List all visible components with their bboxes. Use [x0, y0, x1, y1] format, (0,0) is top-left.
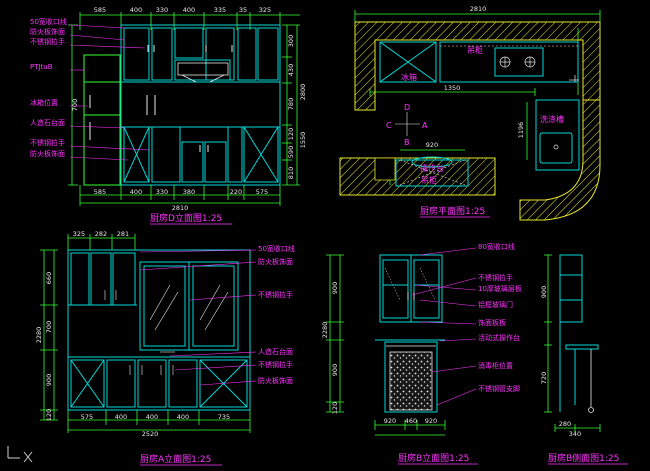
callout-label: 人造石台面 [258, 347, 293, 356]
dim-text: 330 [156, 188, 168, 196]
dim-text: 430 [287, 64, 295, 76]
callout-label: 防火板饰面 [30, 27, 65, 36]
dim-text: 660 [45, 272, 53, 284]
dim-text: 780 [287, 98, 295, 110]
callout-label: 不锈钢管支脚 [478, 384, 520, 393]
dim-text: 2810 [470, 5, 487, 13]
callout-label: 防火板饰面 [258, 376, 293, 385]
dim-text: 1350 [444, 84, 461, 92]
dim-text: 120 [287, 128, 295, 140]
callout-label: 人造石台面 [30, 118, 65, 127]
dim-text: 325 [259, 6, 271, 14]
a-elevation: 325 282 281 575 400 400 400 735 2520 660… [35, 230, 295, 466]
callout-label: 铝框玻璃门 [478, 300, 513, 309]
dim-text: 2280 [321, 322, 329, 339]
dim-text: 400 [130, 6, 142, 14]
dim-text: 900 [331, 364, 339, 376]
dim-text: 380 [183, 188, 195, 196]
ucs-icon [7, 446, 33, 463]
dim-text: 575 [256, 188, 268, 196]
dim-text: 220 [230, 188, 242, 196]
dim-text: 325 [73, 230, 85, 238]
panel-title: 厨房A立面图1:25 [140, 453, 211, 465]
dim-total: 2810 [172, 204, 189, 212]
callout-label: 80宽收口线 [478, 242, 515, 251]
callout-label: 不锈钢拉手 [258, 360, 293, 369]
dim-text: 735 [218, 413, 230, 421]
fixture-label: 吊柜 [421, 175, 437, 185]
fixture-label: 操作台 [420, 163, 444, 173]
fixture-label: 吊柜 [467, 45, 483, 55]
dim-text: 340 [569, 430, 581, 438]
callout-label: 50宽收口线 [258, 244, 295, 253]
dim-text: 585 [94, 6, 106, 14]
dim-text: 400 [115, 413, 127, 421]
dim-text: 282 [95, 230, 107, 238]
compass-a: A [422, 121, 428, 130]
dim-text: 35 [239, 6, 247, 14]
callout-label: 防火板饰面 [258, 257, 293, 266]
dim-text: 720 [540, 372, 548, 384]
callout-label: 不锈钢拉手 [258, 290, 293, 299]
dim-text: 920 [425, 417, 437, 425]
callout-label: 不锈钢拉手 [30, 37, 65, 46]
callout-label: 活动式操作台 [478, 333, 520, 342]
dim-text: 400 [177, 413, 189, 421]
dim-text: 330 [156, 6, 168, 14]
compass-d: D [404, 103, 410, 112]
dim-text: 2800 [299, 84, 307, 101]
callout-label: 不锈钢拉手 [478, 273, 513, 282]
dim-text: 2280 [35, 327, 43, 344]
panel-title: 厨房平面图1:25 [420, 205, 485, 217]
disinfection-cabinet [389, 351, 433, 411]
dim-text: 400 [146, 413, 158, 421]
callout-label: 消毒柜位置 [478, 361, 513, 370]
fixture-label: 冰箱 [401, 72, 417, 82]
compass-c: C [386, 121, 392, 130]
kitchen-plan: 2810 1350 1196 920 420 [339, 5, 601, 221]
dim-text: 280 [559, 420, 571, 428]
b-elevation: 920 460 920 900 2280 900 120 [321, 242, 522, 465]
dim-text: 900 [45, 374, 53, 386]
dim-text: 1196 [517, 122, 525, 139]
dim-text: 920 [426, 141, 438, 149]
dim-text: 810 [287, 167, 295, 179]
callout-label: PTJtuB [30, 63, 53, 71]
dim-text: 460 [405, 417, 417, 425]
dim-total: 2520 [142, 430, 159, 438]
dim-text: 300 [287, 35, 295, 47]
d-elevation: 585 400 330 400 335 35 325 585 400 330 3… [30, 6, 307, 225]
dim-text: 575 [81, 413, 93, 421]
callout-label: 防火板饰面 [30, 149, 65, 158]
callout-label: 50宽收口线 [30, 17, 67, 26]
panel-title: 厨房B侧面图1:25 [548, 452, 619, 464]
b-side-elevation: 280 340 900 720 厨房B侧面图1:25 [540, 254, 628, 465]
callout-label: 冰箱位置 [30, 98, 58, 107]
dim-text: 400 [130, 188, 142, 196]
dim-text: 120 [45, 409, 53, 421]
dim-text: 700 [71, 99, 79, 111]
dim-text: 920 [384, 417, 396, 425]
dim-text: 585 [94, 188, 106, 196]
callout-label: 饰面板板 [478, 318, 506, 327]
dim-text: 900 [331, 282, 339, 294]
dim-text: 590 [287, 146, 295, 158]
dim-text: 400 [183, 6, 195, 14]
dim-text: 1550 [299, 132, 307, 149]
dim-text: 281 [117, 230, 129, 238]
dim-text: 700 [45, 321, 53, 333]
compass-b: B [404, 138, 410, 147]
dim-text: 120 [331, 402, 339, 414]
callout-label: 10厚玻璃层板 [478, 284, 522, 293]
dim-text: 900 [540, 286, 548, 298]
panel-title: 厨房B立面图1:25 [398, 452, 469, 464]
panel-title: 厨房D立面图1:25 [150, 212, 222, 224]
fixture-label: 洗涤槽 [540, 114, 564, 124]
dim-text: 335 [214, 6, 226, 14]
callout-label: 不锈钢拉手 [30, 138, 65, 147]
